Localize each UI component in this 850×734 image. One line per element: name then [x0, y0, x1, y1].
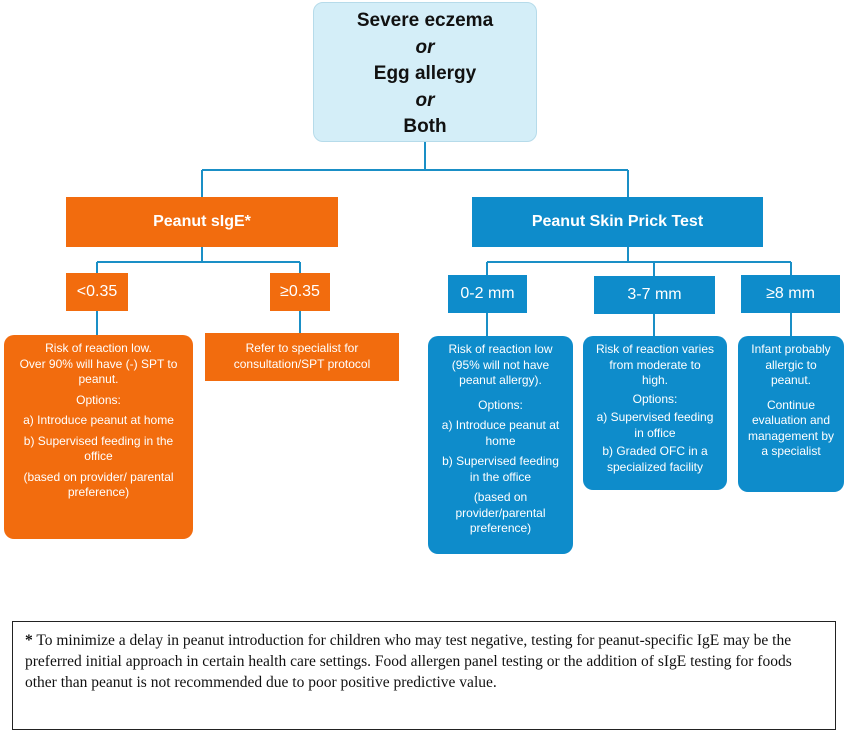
- spt-medium-text-2: from moderate to: [609, 357, 701, 372]
- spt-small-label: 0-2 mm: [460, 285, 515, 302]
- spt-small-options-label: Options:: [478, 397, 523, 412]
- spt-large-text-4: Continue: [766, 397, 816, 412]
- spt-large-box: ≥8 mm: [741, 275, 840, 313]
- sige-high-recommendation: Refer to specialist for consultation/SPT…: [205, 333, 399, 381]
- sige-low-options-label: Options:: [76, 392, 121, 407]
- spt-small-note-2: provider/parental: [455, 505, 546, 520]
- sige-low-text-1: Risk of reaction low.: [45, 341, 152, 355]
- connector-lines: [96, 142, 792, 336]
- spt-medium-options-label: Options:: [632, 391, 678, 406]
- peanut-sige-title: Peanut sIgE*: [153, 213, 251, 230]
- sige-low-text-2: Over 90% will have (-) SPT to: [19, 356, 178, 371]
- sige-low-recommendation: Risk of reaction low. Over 90% will have…: [4, 335, 193, 539]
- sige-low-box: <0.35: [66, 273, 128, 311]
- sige-high-label: ≥0.35: [280, 283, 320, 300]
- spt-medium-recommendation: Risk of reaction varies from moderate to…: [583, 336, 727, 490]
- spt-small-text-2: (95% will not have: [451, 357, 550, 372]
- footnote-box: * To minimize a delay in peanut introduc…: [12, 621, 836, 730]
- footnote-text: To minimize a delay in peanut introducti…: [25, 632, 792, 691]
- spt-medium-option-b-2: specialized facility: [606, 459, 704, 474]
- root-line-severe-eczema: Severe eczema: [356, 10, 494, 31]
- spt-medium-box: 3-7 mm: [594, 276, 715, 314]
- spt-medium-option-a-1: a) Supervised feeding: [596, 410, 714, 424]
- footnote-marker: *: [25, 632, 33, 649]
- spt-large-text-3: peanut.: [770, 373, 812, 387]
- spt-small-text-1: Risk of reaction low: [448, 342, 553, 356]
- spt-medium-text-1: Risk of reaction varies: [595, 342, 715, 356]
- spt-small-recommendation: Risk of reaction low (95% will not have …: [428, 336, 573, 554]
- spt-small-note-1: (based on: [473, 490, 528, 504]
- peanut-spt-title: Peanut Skin Prick Test: [531, 213, 704, 230]
- sige-high-box: ≥0.35: [270, 273, 330, 311]
- spt-large-label: ≥8 mm: [766, 285, 815, 302]
- spt-large-text-5: evaluation and: [751, 413, 831, 427]
- sige-low-label: <0.35: [76, 283, 118, 300]
- spt-small-box: 0-2 mm: [448, 275, 527, 313]
- spt-small-option-a-1: a) Introduce peanut at: [441, 418, 560, 432]
- root-condition-box: Severe eczema or Egg allergy or Both: [313, 2, 537, 142]
- spt-large-text-6: management by: [747, 428, 835, 443]
- peanut-sige-header: Peanut sIgE*: [66, 197, 338, 247]
- spt-medium-option-a-2: in office: [634, 425, 676, 440]
- spt-medium-option-b-1: b) Graded OFC in a: [602, 444, 708, 458]
- root-line-both: Both: [403, 116, 447, 137]
- spt-small-text-3: peanut allergy).: [459, 373, 542, 387]
- sige-high-text-1: Refer to specialist for: [245, 341, 359, 355]
- spt-large-text-7: a specialist: [761, 444, 821, 458]
- spt-medium-label: 3-7 mm: [627, 286, 682, 303]
- spt-large-recommendation: Infant probably allergic to peanut. Cont…: [738, 336, 844, 492]
- root-line-or-1: or: [415, 36, 435, 58]
- spt-large-text-2: allergic to: [765, 357, 817, 372]
- spt-small-note-3: preference): [469, 521, 532, 535]
- sige-high-text-2: consultation/SPT protocol: [233, 356, 371, 371]
- peanut-spt-header: Peanut Skin Prick Test: [472, 197, 763, 247]
- spt-medium-text-3: high.: [641, 373, 669, 387]
- sige-low-note-1: (based on provider/ parental: [23, 469, 174, 484]
- sige-low-option-b-1: b) Supervised feeding in the: [23, 433, 174, 448]
- spt-small-option-b-1: b) Supervised feeding: [442, 454, 559, 468]
- sige-low-option-b-2: office: [84, 449, 113, 463]
- sige-low-option-a: a) Introduce peanut at home: [23, 413, 174, 427]
- spt-small-option-b-2: in the office: [469, 469, 532, 484]
- root-line-egg-allergy: Egg allergy: [373, 63, 477, 84]
- sige-low-text-3: peanut.: [78, 372, 119, 386]
- spt-small-option-a-2: home: [485, 433, 516, 448]
- root-line-or-2: or: [415, 89, 435, 111]
- spt-large-text-1: Infant probably: [751, 342, 831, 356]
- sige-low-note-2: preference): [67, 485, 130, 499]
